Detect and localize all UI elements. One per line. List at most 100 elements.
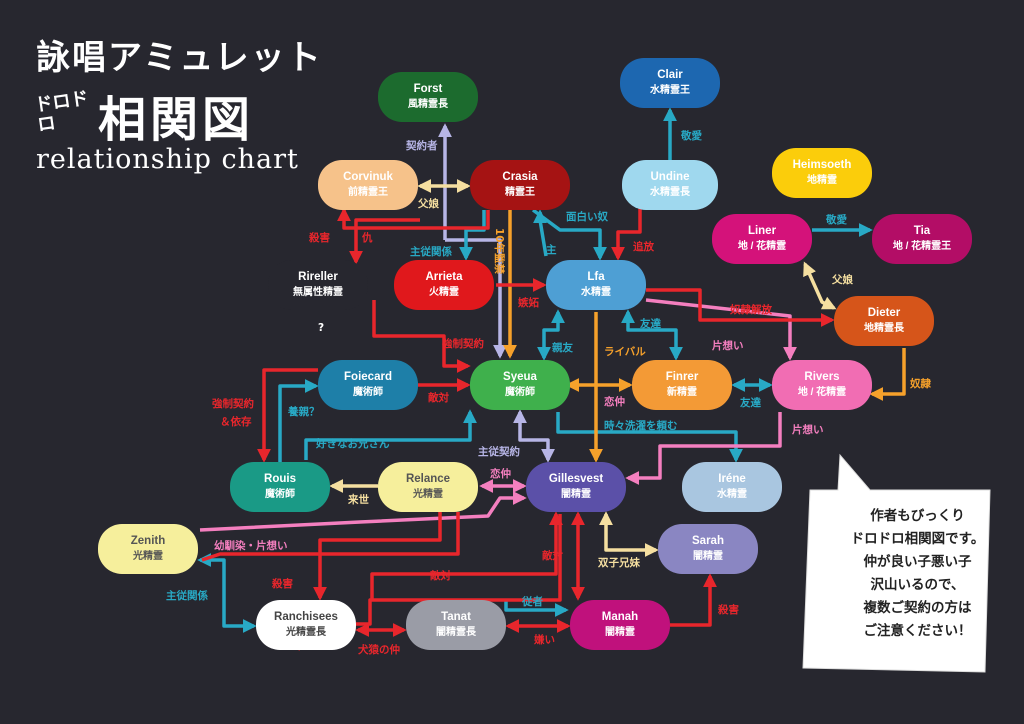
note-line: 作者もびっくり (870, 508, 965, 524)
link-label-tekitai1: 敵対 (428, 392, 449, 404)
link-label-izon: ＆依存 (220, 416, 252, 428)
node-role: 光精霊 (133, 551, 163, 562)
node-name: Finrer (665, 371, 699, 383)
relationship-link (599, 511, 659, 557)
link-label-kyosei1: 強制契約 (442, 338, 484, 350)
link-label-tekitai3: 敵対 (430, 570, 451, 582)
node-role: 闇精霊 (561, 489, 591, 500)
node-name: Syeua (503, 371, 537, 383)
node-role: 地精霊 (807, 175, 837, 186)
node-lfa: Lfa 水精霊 (546, 260, 646, 310)
node-name: Lfa (587, 271, 605, 283)
note-line: 沢山いるので、 (870, 577, 965, 593)
node-name: Rireller (298, 271, 338, 283)
title-doro-tag: ドロドロ (33, 87, 90, 136)
link-label-omoshiroi: 面白い奴 (566, 211, 608, 223)
node-name: Forst (413, 83, 443, 95)
link-label-senrei: 時々洗濯を頼む (604, 420, 678, 432)
relationship-link (445, 238, 507, 359)
link-label-kataomoi2: 片想い (792, 424, 824, 436)
link-label-shinyu: 親友 (552, 342, 573, 354)
node-name: Liner (747, 225, 777, 237)
link-label-koinaka2: 恋仲 (490, 468, 511, 480)
link-label-jusha: 従者 (522, 596, 543, 608)
link-label-kataomoi1: 片想い (712, 340, 744, 352)
note-text: 作者もびっくり ドロドロ相関図です。 仲が良い子悪い子 沢山いるので、 複数ご契… (830, 505, 1005, 643)
node-name: Rouis (264, 473, 296, 485)
node-name: Relance (405, 473, 451, 485)
relationship-link (201, 512, 460, 562)
node-role: 火精霊 (429, 287, 459, 298)
relationship-link (533, 209, 548, 257)
link-label-shitto: 嫉妬 (518, 297, 539, 309)
relationship-link (278, 379, 319, 462)
link-label-fujo: 父娘 (418, 198, 439, 210)
relationship-link (537, 309, 565, 361)
node-gillesvest: Gillesvest 闇精霊 (526, 462, 626, 512)
page-title: 相関図 (98, 92, 255, 148)
node-role: 水精霊 (581, 287, 611, 298)
node-name: Ranchisees (274, 611, 338, 623)
node-role: 水精霊王 (650, 85, 690, 96)
link-label-tekitai2: 敵対 (542, 550, 563, 562)
node-role: 闇精霊 (693, 551, 723, 562)
link-label-tsuiho: 追放 (633, 241, 654, 253)
node-role: 水精霊長 (650, 187, 690, 198)
note-line: 複数ご契約の方は (863, 600, 972, 616)
relationship-link (803, 261, 837, 310)
relationship-link (337, 207, 490, 230)
node-role: 地精霊長 (864, 323, 904, 334)
node-name: Gillesvest (548, 473, 604, 485)
link-label-kirai: 嫌い (534, 634, 555, 646)
link-label-rival: ライバル (604, 346, 646, 358)
node-name: Iréne (718, 473, 746, 485)
node-name: Clair (657, 69, 683, 81)
app-title: 詠唱アミュレット (36, 38, 323, 78)
node-role: 闇精霊長 (436, 627, 476, 638)
node-zenith: Zenith 光精霊 (98, 524, 198, 574)
link-label-keiyakusha: 契約者 (406, 140, 438, 152)
node-relance: Relance 光精霊 (378, 462, 478, 512)
node-name: Tanat (441, 611, 471, 623)
relationship-link (313, 512, 442, 601)
node-undine: Undine 水精霊長 (622, 160, 718, 210)
link-label-dorei: 奴隷 (910, 378, 931, 390)
node-name: Undine (650, 171, 690, 183)
node-role: 光精霊長 (286, 627, 326, 638)
node-forst: Forst 風精霊長 (378, 72, 478, 122)
node-role: 無属性精霊 (293, 287, 343, 298)
link-label-raise: 来世 (348, 494, 369, 506)
relationship-link (646, 288, 835, 327)
link-label-ada: 仇 (362, 232, 373, 244)
node-name: Zenith (130, 535, 166, 547)
link-label-satsugai1: 殺害 (309, 232, 330, 244)
link-label-osananajimi: 幼馴染・片想い (214, 540, 288, 552)
link-label-question: ? (318, 322, 325, 334)
link-label-shujuu2: 主従関係 (166, 590, 208, 602)
node-role: 風精霊長 (408, 99, 448, 110)
node-name: Foiecard (344, 371, 392, 383)
node-ranchisees: Ranchisees 光精霊長 (256, 600, 356, 650)
link-label-futago: 双子兄妹 (598, 557, 640, 569)
node-role: 水精霊 (717, 489, 747, 500)
node-role: 光精霊 (413, 489, 443, 500)
link-label-satsugai3: 殺害 (718, 604, 739, 616)
relationship-link (304, 409, 477, 460)
relationship-link (349, 218, 420, 265)
link-label-kanzoku: 10年監禁 (493, 228, 505, 275)
relationship-link (869, 348, 906, 401)
node-name: Crasia (502, 171, 538, 183)
link-label-tomodachi1: 友達 (640, 318, 661, 330)
link-label-kenen: 犬猿の仲 (358, 644, 400, 656)
node-name: Tia (913, 225, 931, 237)
